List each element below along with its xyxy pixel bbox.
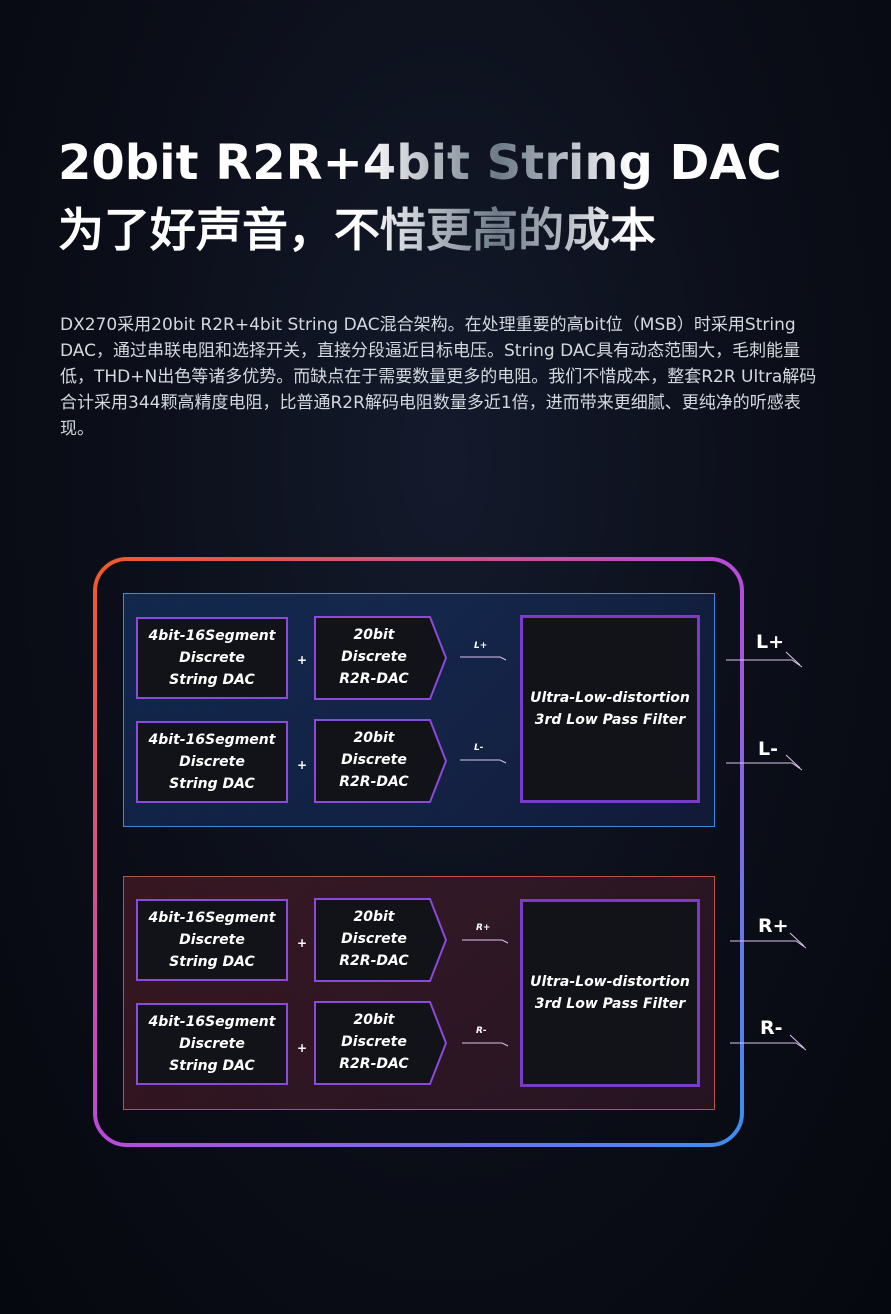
block-label: Discrete: [341, 649, 407, 665]
block-label: 20bit: [353, 1012, 395, 1028]
output-label: R+: [758, 915, 789, 937]
signal-arrow: [460, 759, 507, 764]
signal-label: R-: [476, 1026, 487, 1036]
block-label: String DAC: [169, 954, 255, 970]
signal-arrow: [462, 1042, 509, 1047]
r2r-dac-block: 20bit Discrete R2R-DAC: [314, 1001, 448, 1085]
block-label: Discrete: [179, 1036, 245, 1052]
signal-arrow: [462, 939, 509, 944]
block-label: Discrete: [341, 931, 407, 947]
block-label: 20bit: [353, 730, 395, 746]
low-pass-filter-block: Ultra-Low-distortion 3rd Low Pass Filter: [520, 615, 700, 803]
block-label: R2R-DAC: [339, 774, 409, 790]
plus-sign: +: [297, 653, 308, 667]
block-label: Discrete: [341, 1034, 407, 1050]
r2r-dac-block: 20bit Discrete R2R-DAC: [314, 898, 448, 982]
page-subtitle: 为了好声音，不惜更高的成本: [58, 200, 858, 260]
string-dac-block: 4bit-16Segment Discrete String DAC: [136, 899, 288, 981]
block-label: String DAC: [169, 672, 255, 688]
block-label: 3rd Low Pass Filter: [534, 712, 686, 728]
string-dac-block: 4bit-16Segment Discrete String DAC: [136, 617, 288, 699]
block-label: R2R-DAC: [339, 953, 409, 969]
block-label: R2R-DAC: [339, 1056, 409, 1072]
block-label: 4bit-16Segment: [148, 1014, 276, 1030]
output-label: L-: [758, 738, 778, 760]
low-pass-filter-block: Ultra-Low-distortion 3rd Low Pass Filter: [520, 899, 700, 1087]
block-label: 4bit-16Segment: [148, 628, 276, 644]
output-line: [730, 1042, 807, 1051]
block-label: Discrete: [179, 932, 245, 948]
signal-label: L+: [474, 641, 488, 651]
page-title: 20bit R2R+4bit String DAC: [58, 133, 858, 193]
block-label: 4bit-16Segment: [148, 732, 276, 748]
block-label: String DAC: [169, 776, 255, 792]
output-line: [730, 940, 807, 949]
signal-label: L-: [474, 743, 484, 753]
signal-label: R+: [476, 923, 491, 933]
r2r-dac-block: 20bit Discrete R2R-DAC: [314, 719, 448, 803]
block-label: Ultra-Low-distortion: [530, 690, 690, 706]
string-dac-block: 4bit-16Segment Discrete String DAC: [136, 721, 288, 803]
block-label: 3rd Low Pass Filter: [534, 996, 686, 1012]
output-label: L+: [756, 631, 785, 653]
output-line: [726, 762, 803, 771]
block-label: R2R-DAC: [339, 671, 409, 687]
output-line: [726, 659, 803, 668]
plus-sign: +: [297, 1041, 308, 1055]
r2r-dac-block: 20bit Discrete R2R-DAC: [314, 616, 448, 700]
block-label: String DAC: [169, 1058, 255, 1074]
output-label: R-: [760, 1017, 783, 1039]
block-label: Discrete: [179, 754, 245, 770]
description-text: DX270采用20bit R2R+4bit String DAC混合架构。在处理…: [60, 315, 817, 439]
diagram-frame: [93, 557, 744, 1147]
block-label: Discrete: [179, 650, 245, 666]
block-label: 20bit: [353, 627, 395, 643]
plus-sign: +: [297, 758, 308, 772]
block-label: Ultra-Low-distortion: [530, 974, 690, 990]
block-label: 20bit: [353, 909, 395, 925]
signal-arrow: [460, 656, 507, 661]
block-label: 4bit-16Segment: [148, 910, 276, 926]
string-dac-block: 4bit-16Segment Discrete String DAC: [136, 1003, 288, 1085]
block-label: Discrete: [341, 752, 407, 768]
plus-sign: +: [297, 936, 308, 950]
